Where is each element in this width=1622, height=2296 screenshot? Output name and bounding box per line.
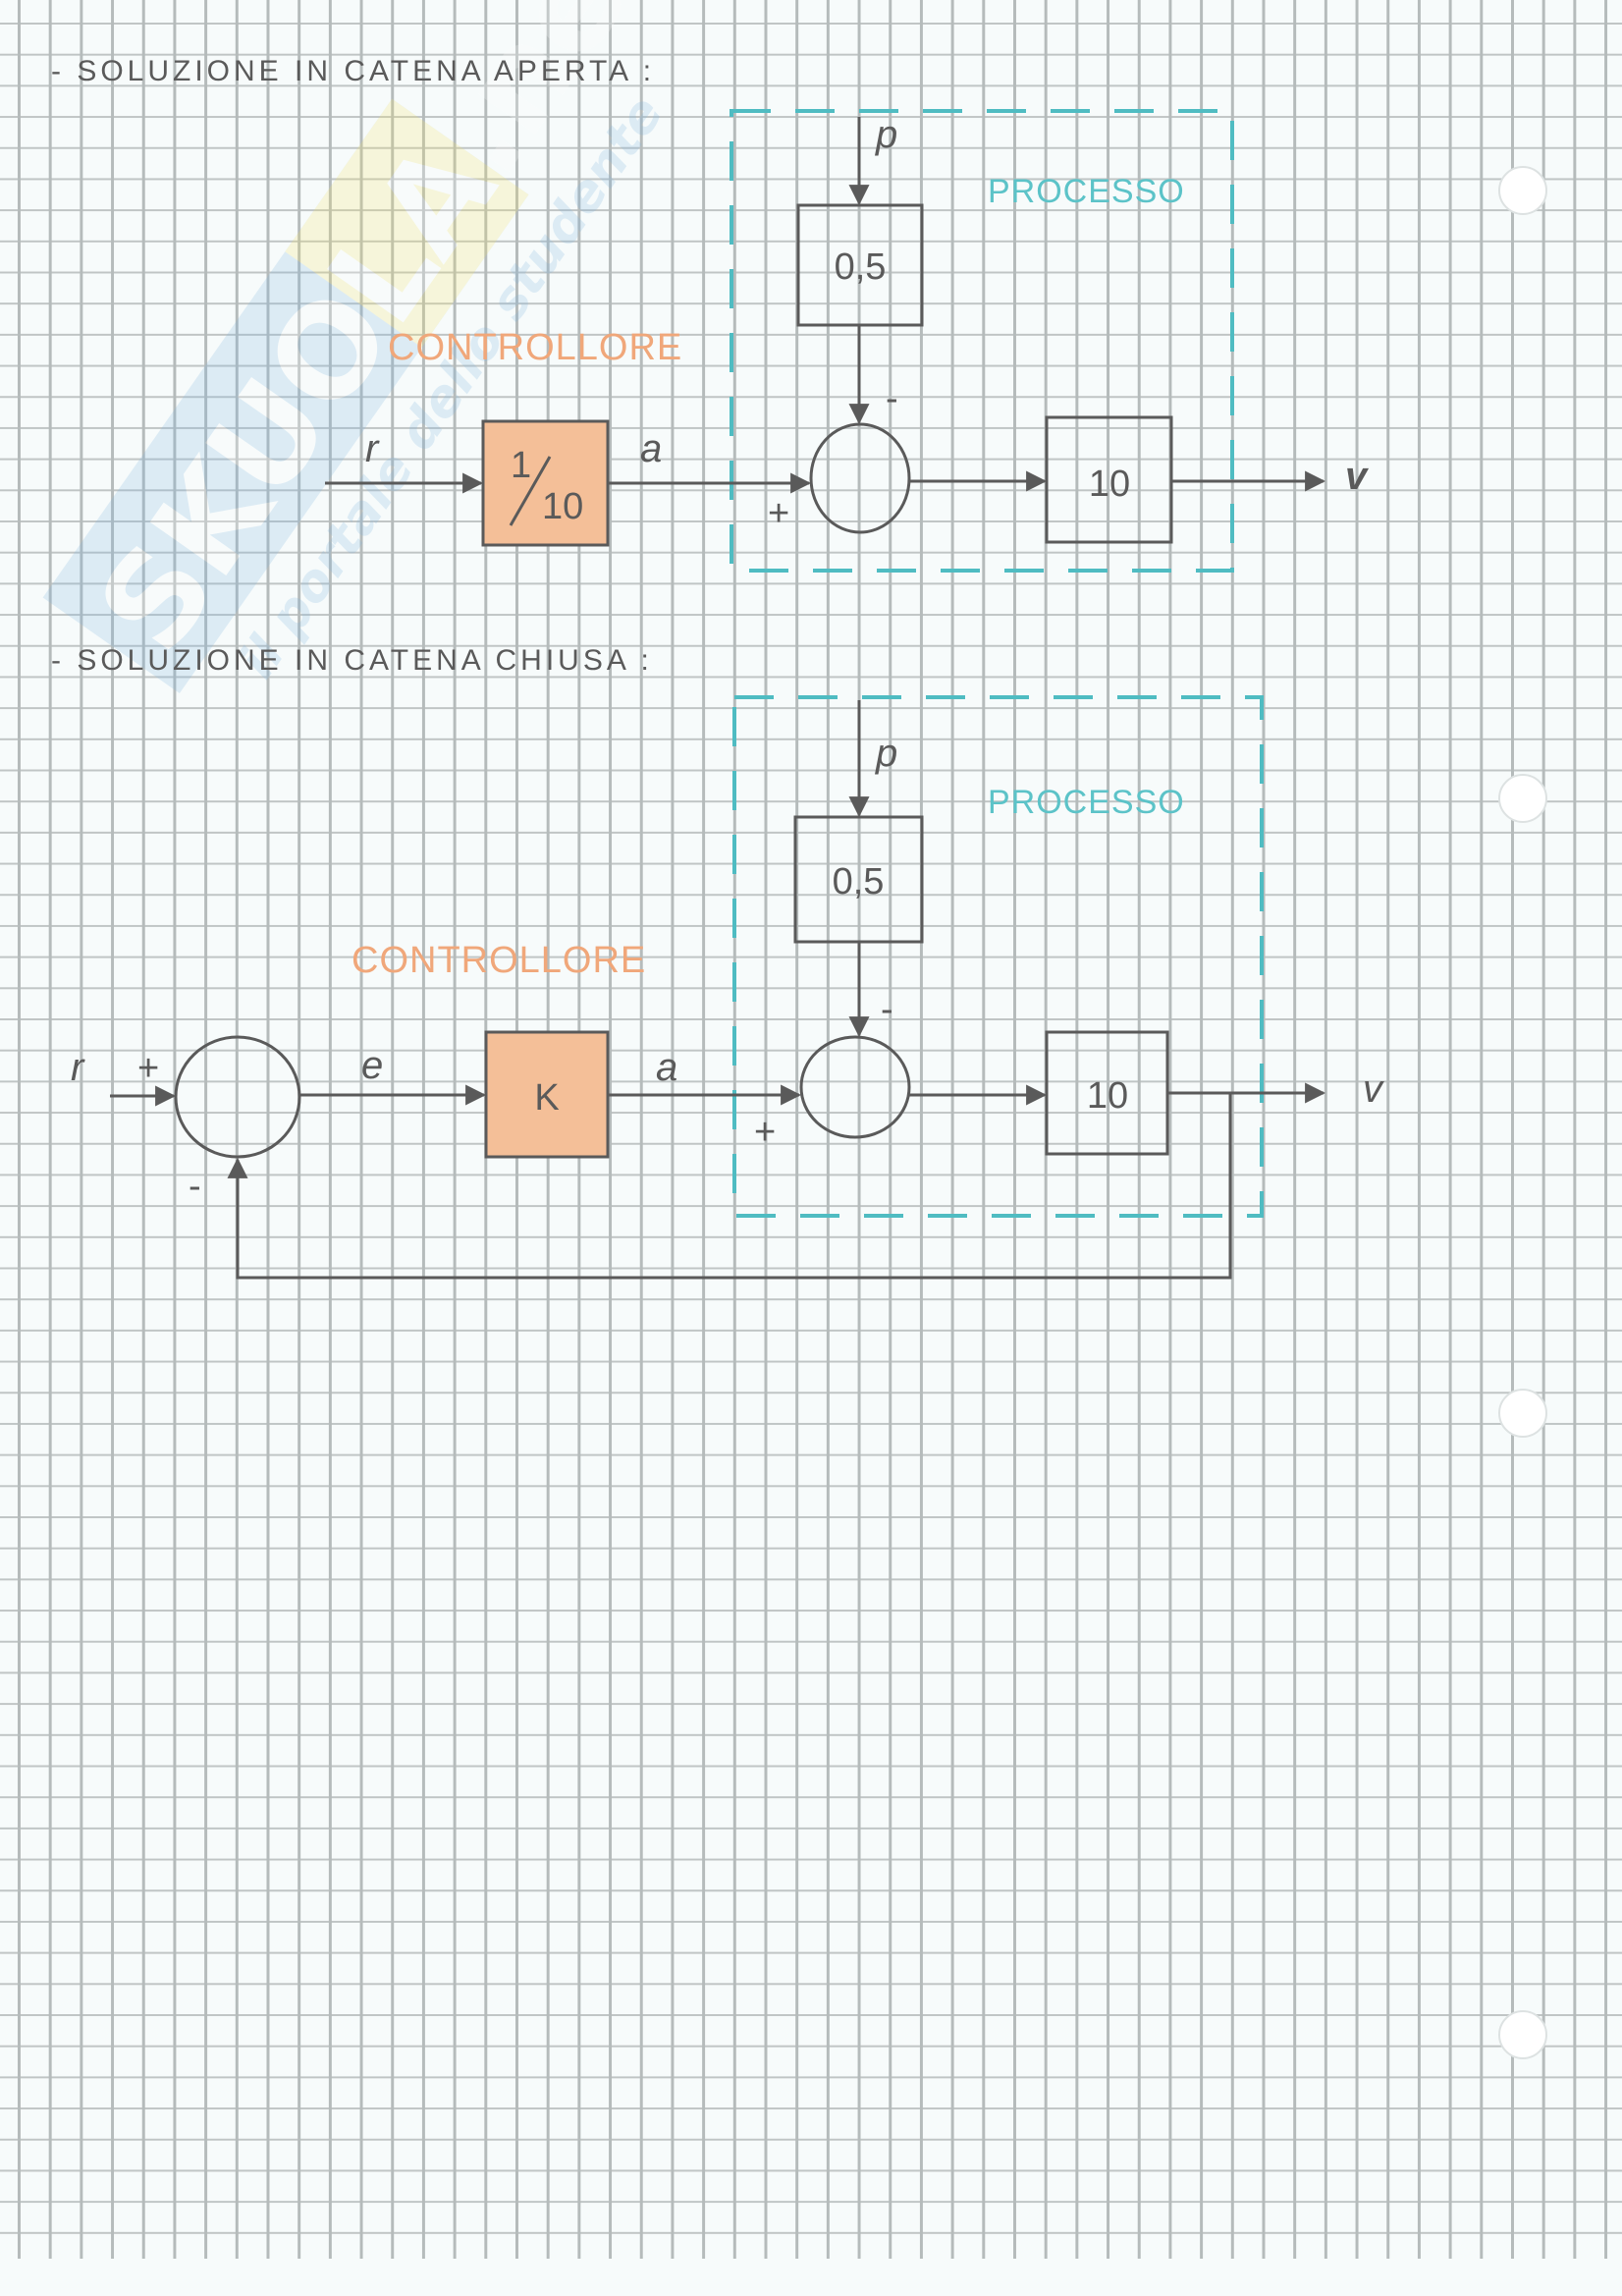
sum-plus-sign: +	[768, 493, 789, 534]
feedback-minus-sign: -	[189, 1166, 201, 1207]
summing-junction	[809, 422, 911, 534]
fraction-slash	[509, 456, 552, 526]
process-boundary	[730, 109, 1234, 573]
hole-punches	[1498, 166, 1547, 2059]
closed-loop-diagram: - SOLUZIONE IN CATENA CHIUSA : PROCESSO …	[51, 644, 1384, 1280]
open-loop-title: - SOLUZIONE IN CATENA APERTA :	[51, 55, 655, 87]
disturbance-gain-value: 0,5	[835, 246, 887, 288]
disturbance-gain-value: 0,5	[833, 861, 885, 902]
process-boundary	[732, 695, 1264, 1218]
process-label: PROCESSO	[988, 173, 1185, 210]
controller-label: CONTROLLORE	[351, 940, 646, 981]
controller-gain-numerator: 1	[511, 445, 531, 486]
controller-gain-value: K	[534, 1077, 559, 1119]
closed-loop-title: - SOLUZIONE IN CATENA CHIUSA :	[51, 644, 653, 677]
disturbance-label: p	[875, 732, 897, 775]
error-summing-junction	[174, 1035, 301, 1159]
error-label: e	[361, 1044, 383, 1087]
controller-block	[484, 1030, 610, 1159]
input-plus-sign: +	[137, 1048, 159, 1089]
feedback-path	[227, 1093, 1232, 1280]
sum-plus-sign: +	[754, 1112, 776, 1153]
actuation-label: a	[656, 1046, 677, 1089]
process-summing-junction	[799, 1035, 911, 1139]
sum-minus-sign: -	[886, 378, 898, 419]
sum-minus-sign: -	[881, 989, 893, 1030]
output-label: v	[1363, 1067, 1384, 1111]
open-loop-diagram: - SOLUZIONE IN CATENA APERTA : PROCESSO …	[51, 55, 1370, 573]
input-label: r	[71, 1046, 85, 1089]
controller-gain-denominator: 10	[542, 486, 583, 527]
controller-label: CONTROLLORE	[388, 327, 682, 368]
disturbance-label: p	[875, 113, 897, 156]
controller-block	[481, 419, 610, 547]
plant-gain-value: 10	[1089, 464, 1130, 505]
plant-gain-value: 10	[1087, 1075, 1128, 1117]
process-label: PROCESSO	[988, 784, 1185, 821]
output-label: v	[1345, 455, 1370, 498]
watermark-logo: SKUOLA.net il portale dello studente	[42, 0, 691, 694]
actuation-label: a	[640, 427, 662, 470]
input-label: r	[365, 427, 380, 470]
